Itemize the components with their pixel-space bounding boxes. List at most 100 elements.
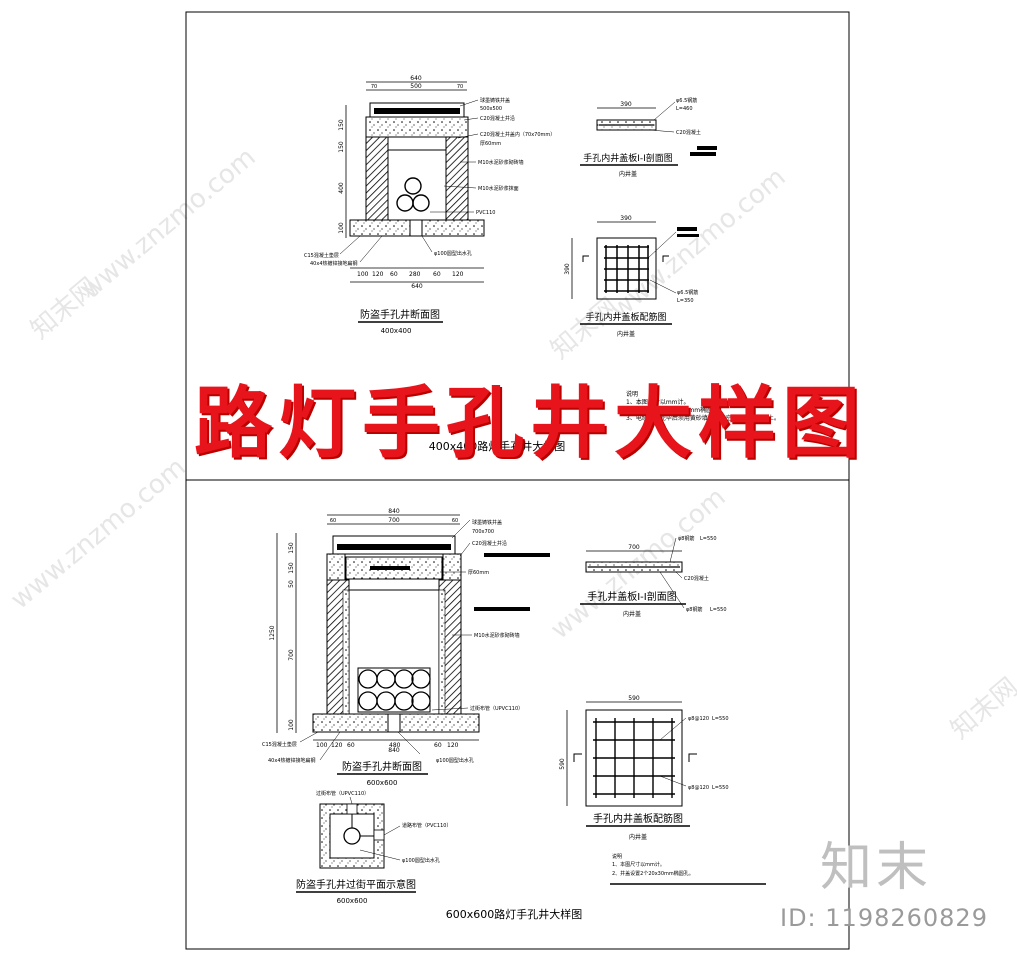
note: φ8钢筋 — [686, 606, 702, 613]
lid-rebar-title: 手孔内井盖板配筋图 — [593, 812, 683, 825]
note: 道路布管（PVC110） — [402, 822, 451, 829]
notes-line: 1、本图尺寸以mm计。 — [626, 398, 690, 406]
bottom-cut-section: 840 60 700 60 1250 150 150 50 700 100 — [262, 508, 550, 787]
top-cut-section: 640 70 500 70 150 150 400 100 100 120 60… — [304, 75, 555, 335]
lid-section-sub: 内井盖 — [623, 610, 641, 618]
dim-bottom-total: 840 — [388, 747, 400, 754]
lid-section-title: 手孔井盖板I-I剖面图 — [587, 590, 677, 603]
dim-bottom-2: 120 — [372, 271, 384, 278]
dim-side: 590 — [559, 758, 566, 770]
top-lid-rebar: 390 390 φ6.5钢筋 L=350 手孔内井盖板配筋图 内井盖 — [564, 215, 699, 338]
dim-bottom-4: 480 — [389, 742, 401, 749]
note: 球墨铸铁井盖 — [472, 519, 502, 526]
notes-line: 2、井盖设置2个20x30mm椭圆孔。 — [612, 870, 694, 877]
notes-line: 1、本图尺寸以mm计。 — [612, 861, 665, 868]
note: C20混凝土井沿 — [472, 540, 507, 547]
plan-subtitle: 600x600 — [337, 897, 368, 905]
note: 40x4热镀锌接地扁钢 — [310, 260, 358, 267]
note: φ6.5钢筋 — [676, 97, 697, 104]
top-notes: 说明 1、本图尺寸以mm计。 2、井盖设置2个20x30mm椭圆孔。 3、电缆施… — [626, 390, 780, 422]
dim-h3: 400 — [338, 182, 345, 194]
dim-h4: 100 — [338, 222, 345, 234]
lid-rebar-title: 手孔内井盖板配筋图 — [585, 311, 666, 323]
dim-bottom-3: 60 — [347, 742, 355, 749]
dim-bottom-3: 60 — [390, 271, 398, 278]
dim-h2: 150 — [288, 562, 295, 574]
dim-bottom-4: 280 — [409, 271, 421, 278]
note: 500x500 — [480, 106, 502, 112]
note: L=550 — [710, 607, 727, 613]
dim-bottom-1: 100 — [357, 271, 369, 278]
brand-logo: 知末 — [820, 838, 933, 898]
dim-h4: 700 — [288, 649, 295, 661]
lid-section-sub: 内井盖 — [619, 170, 637, 178]
top-lid-section: 390 φ6.5钢筋 L=460 C20混凝土 手孔内井盖板I-I剖面图 内井盖 — [580, 97, 717, 178]
bottom-notes: 说明 1、本图尺寸以mm计。 2、井盖设置2个20x30mm椭圆孔。 — [610, 853, 766, 885]
dim-a: 60 — [330, 518, 336, 524]
dim-top: 590 — [628, 695, 640, 702]
note: PVC110 — [476, 210, 495, 216]
image-id-label: ID: 1198260829 — [780, 904, 988, 932]
note: 球墨铸铁井盖 — [480, 97, 510, 104]
bottom-lid-section: 700 φ8钢筋 L=550 C20混凝土 φ8钢筋 L=550 手孔井盖板I-… — [580, 535, 727, 618]
note: φ100圆型出水孔 — [436, 757, 474, 764]
note: φ100圆型出水孔 — [434, 250, 472, 257]
watermark-text: www.znzmo.com — [5, 452, 191, 615]
dim-h1: 150 — [288, 542, 295, 554]
lid-rebar-sub: 内井盖 — [629, 833, 647, 841]
note: M10水泥砂浆抹面 — [478, 185, 519, 192]
dim-b: 700 — [388, 517, 400, 524]
notes-head: 说明 — [612, 853, 622, 860]
note: L=550 — [700, 536, 717, 542]
dim: 700 — [628, 544, 640, 551]
watermark-text: www.znzmo.com — [75, 142, 261, 305]
dim-h1: 150 — [338, 119, 345, 131]
watermark-text: www.znzmo.com — [605, 162, 791, 325]
note: 700x700 — [472, 529, 494, 535]
cut-subtitle: 600x600 — [367, 779, 398, 787]
note: L=460 — [676, 106, 693, 112]
note: C15混凝土垫层 — [304, 252, 339, 259]
plan-title: 防盗手孔井过街平面示意图 — [296, 878, 416, 891]
dim-c: 70 — [457, 84, 463, 90]
dim-c: 60 — [452, 518, 458, 524]
note: φ8@120 — [688, 716, 709, 722]
note: 40x4热镀锌接地扁钢 — [268, 757, 316, 764]
note: M10水泥砂浆砌砖墙 — [478, 159, 524, 166]
note: M10水泥砂浆砌砖墙 — [474, 632, 520, 639]
cut-title: 防盗手孔井断面图 — [360, 308, 440, 321]
bottom-section-title: 600x600路灯手孔井大样图 — [446, 907, 583, 921]
note: 厚60mm — [468, 570, 489, 576]
lid-rebar-sub: 内井盖 — [617, 330, 635, 338]
dim-bottom-total: 640 — [411, 283, 423, 290]
note: φ8钢筋 — [678, 535, 694, 542]
dim-a: 70 — [371, 84, 377, 90]
note: 厚60mm — [480, 141, 501, 147]
note: L=350 — [677, 298, 694, 304]
dim-bottom-5: 60 — [433, 271, 441, 278]
note: C20混凝土井沿 — [480, 115, 515, 122]
dim-h2: 150 — [338, 141, 345, 153]
note: L=550 — [712, 716, 729, 722]
dim-h-total: 1250 — [269, 625, 276, 640]
notes-line: 2、井盖设置2个20x30mm椭圆孔。 — [626, 406, 724, 414]
dim-bottom-6: 120 — [452, 271, 464, 278]
notes-line: 3、电缆施放完毕后须用黄砂填满孔内空隙后再盖井盖土。 — [626, 414, 780, 422]
dim-bottom-2: 120 — [331, 742, 343, 749]
dim-h5: 100 — [288, 719, 295, 731]
dim-h3: 50 — [288, 580, 295, 588]
dim-side: 390 — [564, 263, 571, 275]
note: C15混凝土垫层 — [262, 741, 297, 748]
cut-title: 防盗手孔井断面图 — [342, 760, 422, 773]
note: C20混凝土井盖内（70x70mm） — [480, 131, 555, 138]
dim-bottom-6: 120 — [447, 742, 459, 749]
note: L=550 — [712, 785, 729, 791]
note: φ100圆型出水孔 — [402, 857, 440, 864]
dim-total: 840 — [388, 508, 400, 515]
notes-head: 说明 — [626, 390, 638, 398]
dim-bottom-1: 100 — [316, 742, 328, 749]
note: C20混凝土 — [676, 129, 701, 136]
bottom-plan: 过街布管（UPVC110） 道路布管（PVC110） φ100圆型出水孔 防盗手… — [296, 790, 451, 905]
top-section-title: 400x400路灯手孔井大样图 — [429, 439, 566, 453]
bottom-lid-rebar: 590 590 φ8@120 L=550 φ8@120 L=550 手孔内井盖板… — [559, 695, 729, 841]
